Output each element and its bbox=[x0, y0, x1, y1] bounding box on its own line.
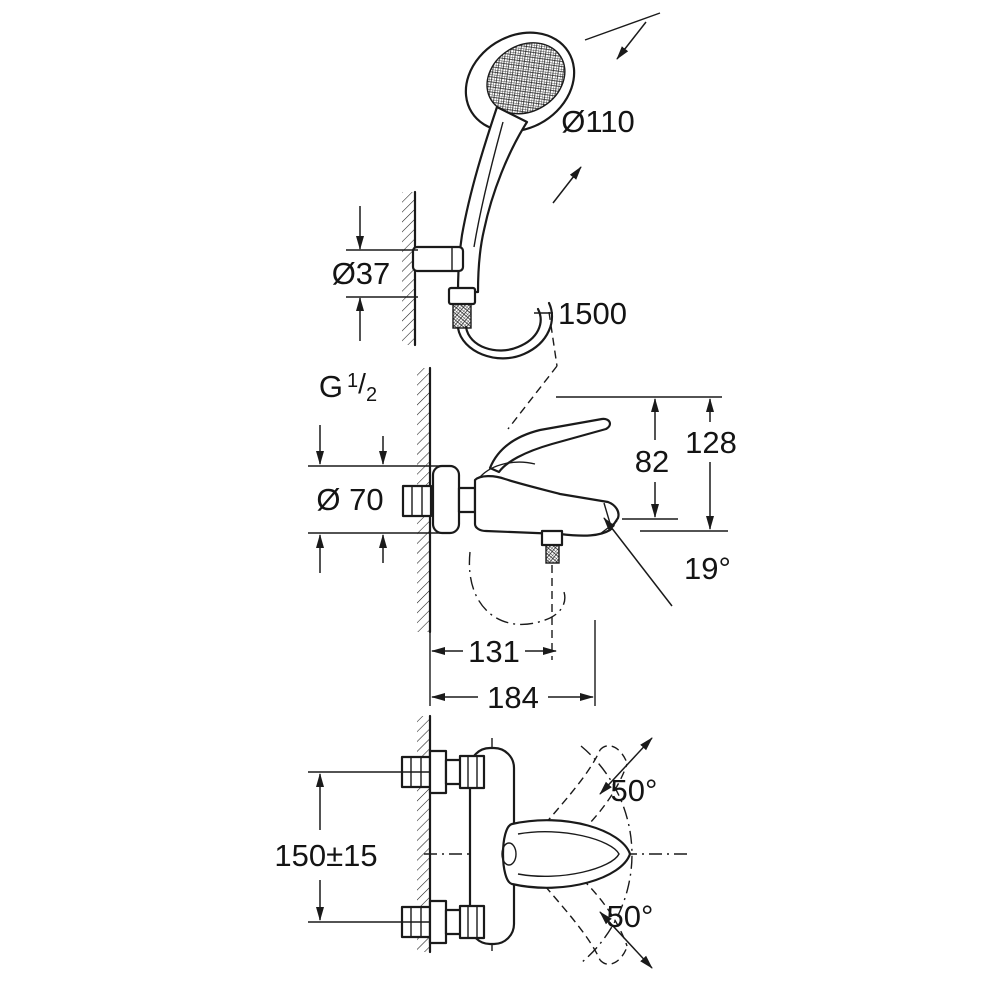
mixer-body bbox=[473, 475, 620, 537]
dimension-hose-length: 1500 bbox=[534, 296, 627, 331]
dimension-heights: 82 128 bbox=[556, 396, 737, 532]
thread-slash: / bbox=[358, 368, 366, 399]
dim-arrow-top bbox=[616, 21, 647, 60]
label-total-height: 128 bbox=[685, 425, 737, 460]
hose-dashed-1 bbox=[548, 311, 558, 367]
dimension-spout-angle: 19° bbox=[603, 517, 731, 607]
escutcheon bbox=[431, 464, 461, 535]
label-holder-diameter: Ø37 bbox=[332, 256, 391, 291]
connector bbox=[457, 486, 477, 514]
spout-plan-outline bbox=[502, 819, 632, 889]
label-spout-reach: 131 bbox=[468, 634, 520, 669]
ghost-spout-down-edge1 bbox=[544, 885, 601, 961]
hose-connector-knurl bbox=[452, 303, 472, 329]
dimension-shower-head-diameter: Ø110 bbox=[552, 12, 661, 204]
cartridge-dome bbox=[479, 461, 536, 478]
shower-handle-detail bbox=[473, 121, 504, 248]
ext-line bbox=[584, 12, 661, 41]
angle-leader bbox=[603, 517, 673, 607]
label-connection-centers: 150±15 bbox=[274, 838, 377, 873]
wall-hatch-top bbox=[402, 192, 415, 345]
body-nut-top bbox=[458, 754, 486, 790]
label-shower-head-diameter: Ø110 bbox=[561, 104, 635, 139]
thread-num: 1 bbox=[347, 370, 358, 392]
diverter-knob bbox=[540, 529, 564, 547]
spout-slot bbox=[501, 842, 517, 866]
dim-arrow-bottom bbox=[552, 166, 582, 204]
body-nut-bottom bbox=[458, 904, 486, 940]
escutcheon-bottom bbox=[428, 899, 448, 945]
dimension-swivel-up: 50° bbox=[599, 737, 658, 808]
label-swivel-up: 50° bbox=[611, 773, 658, 808]
wall-holder bbox=[411, 245, 465, 273]
mixer-side-view bbox=[401, 417, 620, 660]
dimension-escutcheon-diameter: Ø 70 bbox=[308, 425, 445, 573]
hose-loop-centerline bbox=[468, 551, 566, 626]
label-total-reach: 184 bbox=[487, 680, 539, 715]
lever-handle bbox=[488, 417, 612, 474]
shower-handle bbox=[456, 105, 529, 294]
ghost-spout-up-tip bbox=[599, 745, 628, 764]
angle-arrow bbox=[599, 911, 653, 969]
diverter-knurl bbox=[545, 544, 560, 564]
label-spout-height: 82 bbox=[635, 444, 669, 479]
ghost-spout-down-tip bbox=[599, 946, 628, 965]
dimension-spout-reach: 131 bbox=[429, 632, 557, 669]
label-escutcheon-diameter: Ø 70 bbox=[316, 482, 383, 517]
shower-spray-face bbox=[486, 42, 566, 115]
shower-hose-inner bbox=[464, 307, 542, 352]
escutcheon-top bbox=[428, 749, 448, 795]
union-nut bbox=[401, 484, 433, 518]
angle-arrow bbox=[599, 737, 653, 795]
hose-nut bbox=[447, 286, 477, 306]
dimension-total-reach: 184 bbox=[429, 620, 596, 715]
spout-plan-inner bbox=[517, 830, 620, 878]
ghost-spout-up-edge1 bbox=[544, 749, 601, 825]
dimension-connection-centers: 150±15 bbox=[274, 771, 430, 923]
dimension-holder-diameter: Ø37 bbox=[332, 206, 418, 341]
thread-den: 2 bbox=[366, 384, 377, 406]
thread-g: G bbox=[319, 369, 343, 404]
hose-dashed-2 bbox=[507, 365, 558, 430]
shower-head bbox=[464, 31, 576, 133]
label-swivel-down: 50° bbox=[607, 899, 654, 934]
dimension-swivel-down: 50° bbox=[599, 899, 654, 969]
label-spout-angle: 19° bbox=[684, 551, 731, 586]
shower-hose-outer bbox=[456, 301, 554, 360]
label-hose-length: 1500 bbox=[558, 296, 627, 331]
hand-shower bbox=[411, 31, 576, 430]
